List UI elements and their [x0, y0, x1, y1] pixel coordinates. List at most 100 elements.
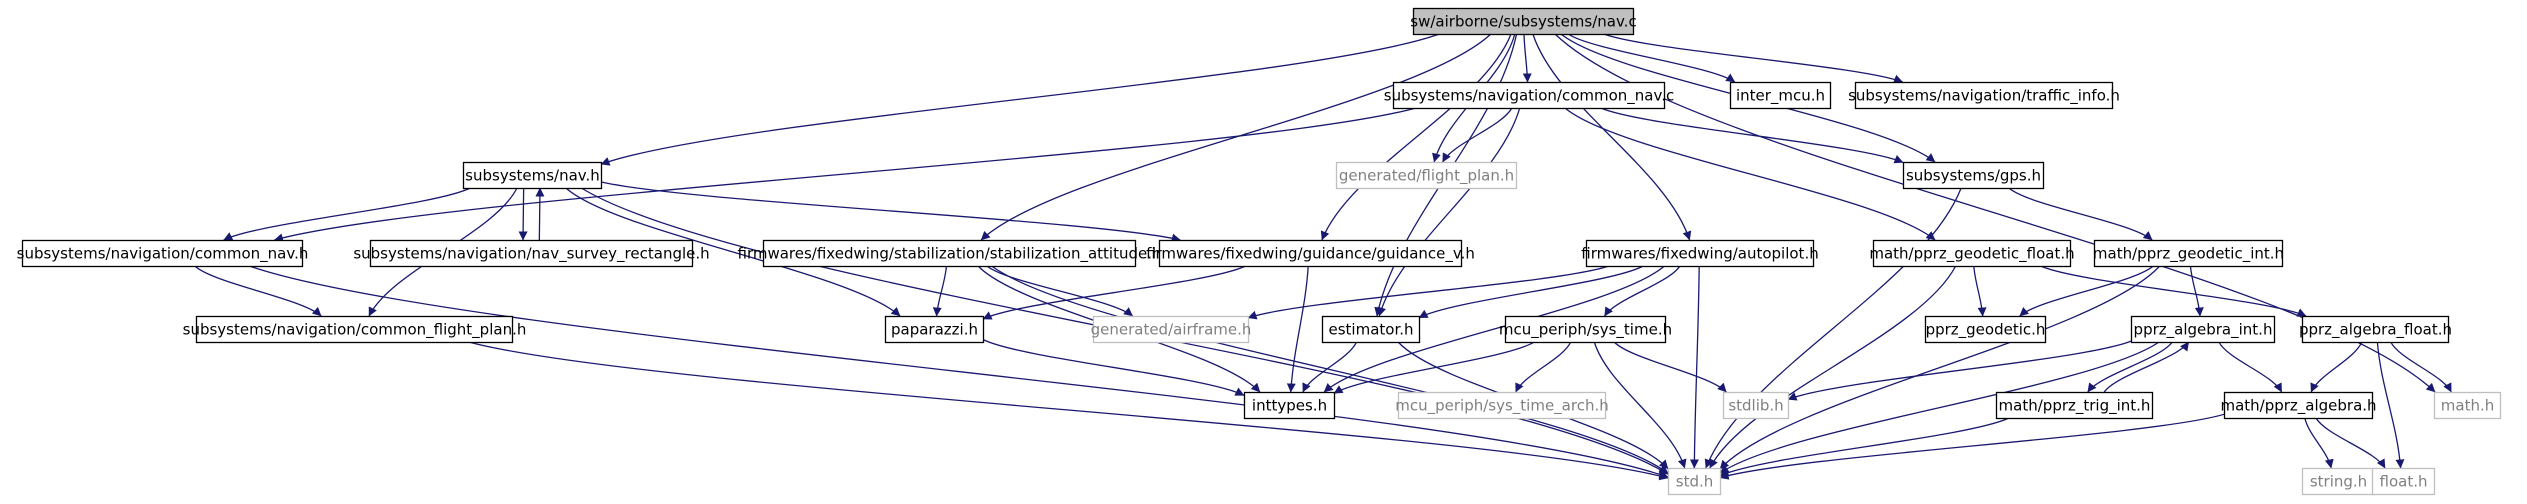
- edge-alg-int-to-math-alg: [2218, 341, 2283, 393]
- edge-stab-att-to-airframe: [986, 265, 1134, 317]
- node-inttypes[interactable]: inttypes.h: [1243, 391, 1336, 420]
- node-box: [1729, 81, 1832, 110]
- node-stab-att[interactable]: firmwares/fixedwing/stabilization/stabil…: [738, 239, 1162, 268]
- edge-stab-att-to-std-h: [991, 265, 1669, 474]
- edge-autopilot-to-inttypes: [1323, 265, 1665, 393]
- node-alg-int[interactable]: pprz_algebra_int.h: [2130, 315, 2276, 344]
- edge-nav-c-to-autopilot: [1532, 33, 1692, 241]
- node-label: generated/flight_plan.h: [1339, 167, 1514, 186]
- node-common-nav-h[interactable]: subsystems/navigation/common_nav.h: [17, 239, 309, 268]
- node-label: std.h: [1676, 473, 1714, 491]
- edge-common-nav-c-to-geo-float: [1564, 107, 1936, 241]
- node-label: float.h: [2380, 473, 2428, 491]
- node-autopilot[interactable]: firmwares/fixedwing/autopilot.h: [1581, 239, 1819, 268]
- node-box: [1924, 315, 2047, 344]
- node-box: [1504, 315, 1667, 344]
- node-float-h: float.h: [2371, 467, 2436, 496]
- node-label: subsystems/navigation/common_flight_plan…: [183, 321, 527, 340]
- node-label: math/pprz_algebra.h: [2220, 397, 2376, 416]
- node-nav-survey[interactable]: subsystems/navigation/nav_survey_rectang…: [353, 239, 710, 268]
- node-pprz-geodetic[interactable]: pprz_geodetic.h: [1924, 315, 2047, 344]
- node-math-alg[interactable]: math/pprz_algebra.h: [2220, 391, 2377, 420]
- node-airframe: generated/airframe.h: [1091, 315, 1251, 344]
- node-label: firmwares/fixedwing/autopilot.h: [1581, 245, 1818, 263]
- node-estimator[interactable]: estimator.h: [1321, 315, 1421, 344]
- node-box: [2093, 239, 2284, 268]
- edge-sys-time-to-inttypes: [1333, 341, 1535, 395]
- edge-nav-c-to-traffic-info: [1603, 33, 1904, 84]
- node-box: [1854, 81, 2114, 110]
- node-box: [2371, 467, 2436, 496]
- node-paparazzi[interactable]: paparazzi.h: [884, 315, 985, 344]
- edge-nav-c-to-common-nav-c: [1522, 33, 1532, 83]
- node-geo-int[interactable]: math/pprz_geodetic_int.h: [2093, 239, 2284, 268]
- node-alg-float[interactable]: pprz_algebra_float.h: [2299, 315, 2452, 344]
- node-nav-c[interactable]: sw/airborne/subsystems/nav.c: [1410, 7, 1637, 36]
- edge-sys-time-to-stdlib: [1613, 341, 1727, 393]
- node-math-h: math.h: [2433, 391, 2502, 420]
- node-guidance-v[interactable]: firmwares/fixedwing/guidance/guidance_v.…: [1146, 239, 1475, 268]
- node-common-fp[interactable]: subsystems/navigation/common_flight_plan…: [183, 315, 527, 344]
- edge-nav-survey-to-nav-h: [535, 187, 545, 241]
- node-box: [21, 239, 304, 268]
- edge-alg-int-to-trig-int: [2087, 341, 2173, 393]
- edge-autopilot-to-estimator: [1418, 265, 1644, 319]
- edge-common-nav-h-to-common-fp: [194, 265, 322, 317]
- node-box: [462, 161, 603, 190]
- node-box: [1412, 7, 1635, 36]
- node-box: [1335, 161, 1518, 190]
- node-label: math/pprz_geodetic_float.h: [1869, 245, 2074, 264]
- node-box: [1995, 391, 2154, 420]
- edge-guidance-v-to-inttypes: [1286, 265, 1309, 393]
- node-label: firmwares/fixedwing/stabilization/stabil…: [738, 245, 1162, 264]
- node-gps-h[interactable]: subsystems/gps.h: [1902, 161, 2045, 190]
- node-label: subsystems/navigation/traffic_info.h: [1848, 87, 2120, 106]
- node-trig-int[interactable]: math/pprz_trig_int.h: [1995, 391, 2154, 420]
- node-traffic-info[interactable]: subsystems/navigation/traffic_info.h: [1848, 81, 2120, 110]
- node-nav-h[interactable]: subsystems/nav.h: [462, 161, 603, 190]
- node-sys-time[interactable]: mcu_periph/sys_time.h: [1499, 315, 1672, 344]
- edge-estimator-to-inttypes: [1302, 341, 1358, 393]
- node-label: mcu_periph/sys_time_arch.h: [1395, 397, 1609, 416]
- edge-gps-h-to-geo-int: [2008, 187, 2153, 241]
- node-label: subsystems/gps.h: [1906, 167, 2041, 185]
- edge-nav-h-to-nav-survey: [518, 187, 528, 241]
- edge-autopilot-to-airframe: [1247, 265, 1610, 320]
- node-label: string.h: [2310, 473, 2367, 491]
- edge-nav-h-to-paparazzi: [565, 187, 901, 317]
- edge-common-nav-c-to-gps-h: [1600, 107, 1904, 164]
- edge-sys-time-to-sys-time-arch: [1515, 341, 1572, 393]
- node-box: [1722, 391, 1790, 420]
- node-box: [762, 239, 1137, 268]
- node-box: [884, 315, 985, 344]
- node-box: [2223, 391, 2374, 420]
- node-box: [1092, 315, 1250, 344]
- node-label: inter_mcu.h: [1736, 87, 1825, 106]
- edge-alg-int-to-stdlib: [1787, 340, 2132, 401]
- node-label: math/pprz_geodetic_int.h: [2093, 245, 2284, 264]
- node-geo-float[interactable]: math/pprz_geodetic_float.h: [1869, 239, 2075, 268]
- node-label: firmwares/fixedwing/guidance/guidance_v.…: [1146, 245, 1475, 264]
- edge-common-nav-c-to-common-nav-h: [273, 107, 1417, 243]
- edge-nav-c-to-inter-mcu: [1567, 33, 1736, 83]
- node-label: math.h: [2441, 397, 2494, 415]
- node-label: subsystems/nav.h: [465, 167, 600, 185]
- node-box: [2301, 467, 2376, 496]
- node-label: estimator.h: [1328, 321, 1413, 339]
- node-string-h: string.h: [2301, 467, 2376, 496]
- edge-common-nav-c-to-estimator: [1377, 107, 1521, 317]
- node-common-nav-c[interactable]: subsystems/navigation/common_nav.c: [1384, 81, 1674, 110]
- edge-common-fp-to-std-h: [468, 341, 1669, 481]
- edge-nav-c-to-nav-h: [600, 33, 1440, 166]
- node-label: sw/airborne/subsystems/nav.c: [1410, 13, 1636, 31]
- node-label: math/pprz_trig_int.h: [1999, 397, 2151, 416]
- edge-geo-int-to-pprz-geodetic: [2019, 265, 2154, 317]
- node-label: inttypes.h: [1252, 397, 1327, 415]
- nodes-layer: sw/airborne/subsystems/nav.c subsystems/n…: [17, 7, 2502, 496]
- node-inter-mcu[interactable]: inter_mcu.h: [1729, 81, 1832, 110]
- node-box: [369, 239, 694, 268]
- edge-guidance-v-to-paparazzi: [982, 265, 1246, 320]
- node-box: [1667, 467, 1722, 496]
- node-box: [1392, 81, 1666, 110]
